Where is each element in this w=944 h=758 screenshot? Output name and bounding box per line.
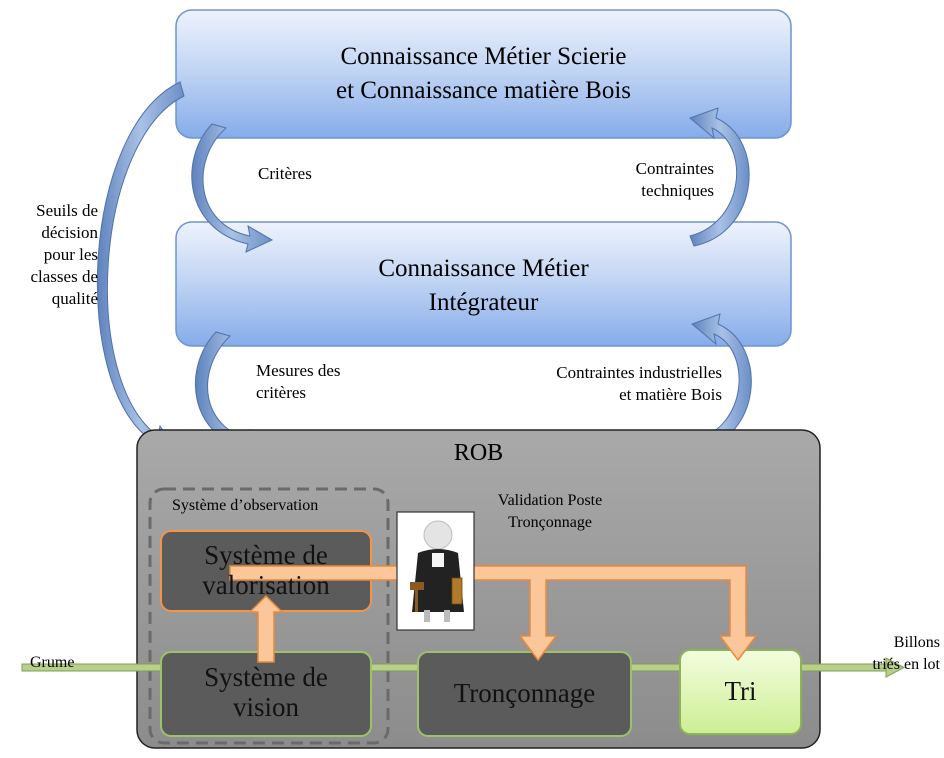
rob-title: ROB bbox=[453, 440, 504, 466]
billons-line2: triés en lot bbox=[872, 656, 940, 673]
vision-to-valorisation-arrow bbox=[248, 594, 284, 663]
seuils-line: qualité bbox=[51, 289, 98, 308]
valorisation-line1: Système de bbox=[204, 540, 328, 570]
mid-box-text: Connaissance Métier Intégrateur bbox=[176, 252, 791, 320]
mesures-label: Mesures des critères bbox=[256, 360, 341, 404]
contraintes-techniques-label: Contraintes techniques bbox=[590, 158, 714, 202]
vision-text: Système de vision bbox=[161, 662, 371, 722]
contraintes-industrielles-line1: Contraintes industrielles bbox=[556, 363, 722, 382]
valorisation-line2: valorisation bbox=[202, 570, 330, 600]
seuils-line: Seuils de bbox=[36, 201, 98, 220]
contraintes-industrielles-arrow bbox=[691, 313, 752, 451]
middle-knowledge-box bbox=[175, 221, 792, 347]
vision-line2: vision bbox=[232, 692, 299, 722]
seuils-label: Seuils de décision pour les classes de q… bbox=[4, 200, 98, 310]
contraintes-industrielles-line2: et matière Bois bbox=[619, 385, 722, 404]
contraintes-techniques-arrow bbox=[689, 107, 750, 247]
top-box-line2: et Connaissance matière Bois bbox=[335, 77, 632, 104]
seuils-line: classes de bbox=[30, 267, 98, 286]
top-box-text: Connaissance Métier Scierie et Connaissa… bbox=[176, 40, 791, 108]
contraintes-techniques-line2: techniques bbox=[641, 181, 714, 200]
mid-box-line1: Connaissance Métier bbox=[378, 255, 589, 282]
billons-label: Billons triés en lot bbox=[836, 632, 940, 676]
validation-line2: Tronçonnage bbox=[508, 514, 592, 531]
mid-box-line2: Intégrateur bbox=[428, 289, 539, 316]
tronconnage-box bbox=[417, 651, 632, 737]
validation-line1: Validation Poste bbox=[497, 492, 603, 509]
top-knowledge-box bbox=[175, 9, 792, 139]
contraintes-techniques-line1: Contraintes bbox=[635, 159, 714, 178]
seuils-line: décision bbox=[41, 223, 98, 242]
valorisation-text: Système de valorisation bbox=[161, 540, 371, 600]
mesures-line2: critères bbox=[256, 383, 307, 402]
tronconnage-text: Tronçonnage bbox=[453, 678, 596, 708]
observation-frame bbox=[148, 487, 390, 745]
orange-distribution-arrow bbox=[229, 565, 758, 662]
top-box-line1: Connaissance Métier Scierie bbox=[340, 43, 627, 70]
tri-text: Tri bbox=[724, 676, 757, 706]
judge-icon bbox=[410, 520, 464, 622]
observation-title: Système d’observation bbox=[172, 497, 319, 514]
criteres-arrow bbox=[191, 123, 274, 253]
validation-label: Validation Poste Tronçonnage bbox=[470, 490, 630, 534]
contraintes-industrielles-label: Contraintes industrielles et matière Boi… bbox=[500, 362, 722, 406]
grume-label: Grume bbox=[30, 654, 75, 671]
mesures-line1: Mesures des bbox=[256, 361, 341, 380]
vision-line1: Système de bbox=[204, 662, 328, 692]
seuils-arrow bbox=[96, 81, 185, 451]
criteres-label: Critères bbox=[258, 164, 312, 183]
seuils-line: pour les bbox=[43, 245, 98, 264]
billons-line1: Billons bbox=[893, 634, 940, 651]
